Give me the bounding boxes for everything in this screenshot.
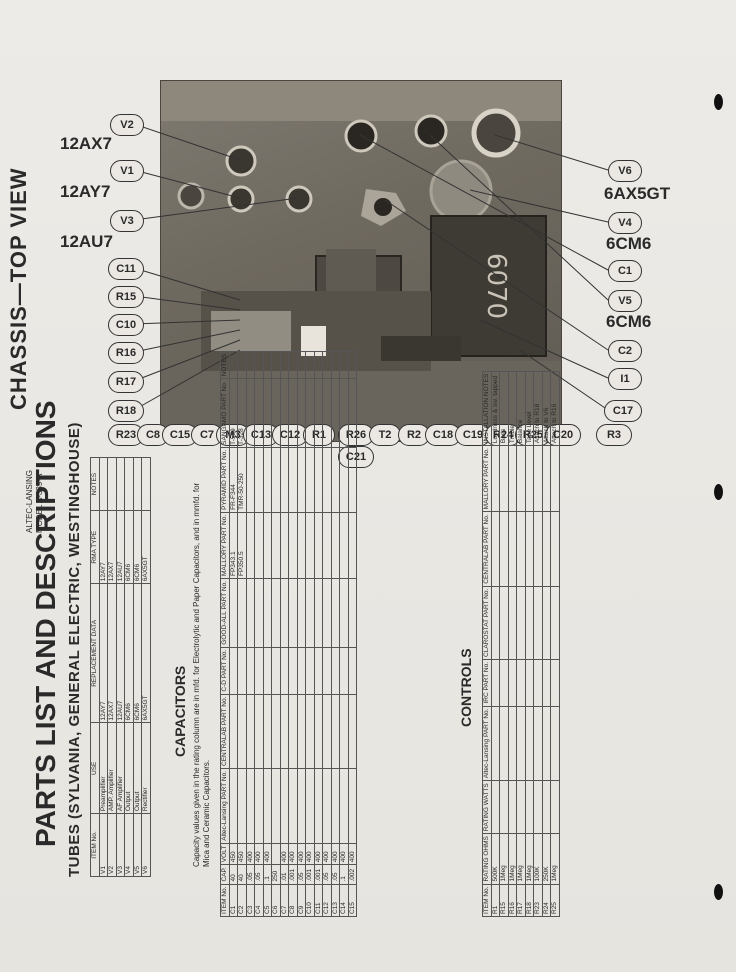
callout-t2: T2 bbox=[369, 424, 401, 446]
callout-r2: R2 bbox=[398, 424, 430, 446]
tubes-table: ITEM No. USE REPLACEMENT DATA RMA TYPE N… bbox=[90, 457, 151, 877]
tubes-col-use: USE bbox=[90, 722, 99, 814]
binder-hole bbox=[714, 484, 723, 500]
tubes-col-rma: RMA TYPE bbox=[90, 510, 99, 584]
callout-c7: C7 bbox=[191, 424, 223, 446]
tube-type-v3: 12AU7 bbox=[60, 232, 113, 251]
tube-type-v1: 12AY7 bbox=[60, 182, 111, 201]
callout-i1: I1 bbox=[608, 368, 642, 390]
tubes-col-item: ITEM No. bbox=[90, 813, 99, 877]
callout-r16: R16 bbox=[108, 342, 144, 364]
callout-r23: R23 bbox=[108, 424, 144, 446]
tube-type-v5: 6CM6 bbox=[606, 312, 652, 331]
callout-m3: M3 bbox=[216, 424, 250, 446]
callout-v3: V3 bbox=[110, 210, 144, 232]
callout-c17: C17 bbox=[604, 400, 642, 422]
binder-hole bbox=[714, 94, 723, 110]
tube-type-v2: 12AX7 bbox=[60, 134, 112, 153]
callout-r17: R17 bbox=[108, 371, 144, 393]
tubes-subtitle: TUBES (SYLVANIA, GENERAL ELECTRIC, WESTI… bbox=[66, 422, 83, 877]
binder-hole bbox=[714, 884, 723, 900]
callout-c11: C11 bbox=[108, 258, 144, 280]
capacitors-heading: CAPACITORS bbox=[172, 665, 188, 757]
callout-c2: C2 bbox=[608, 340, 642, 362]
model-label: ALTEC-LANSING MODEL A-339-A bbox=[25, 470, 44, 533]
callout-r26: R26 bbox=[338, 424, 374, 446]
callout-c10: C10 bbox=[108, 314, 144, 336]
parts-list-section: PARTS LIST AND DESCRIPTIONS TUBES (SYLVA… bbox=[20, 351, 710, 957]
callout-v1: V1 bbox=[110, 160, 144, 182]
callout-v2: V2 bbox=[110, 114, 144, 136]
callout-c13: C13 bbox=[243, 424, 279, 446]
callout-v5: V5 bbox=[608, 290, 642, 312]
callout-v6: V6 bbox=[608, 160, 642, 182]
callout-r18: R18 bbox=[108, 400, 144, 422]
callout-r3: R3 bbox=[596, 424, 632, 446]
callout-r15: R15 bbox=[108, 286, 144, 308]
callout-c12: C12 bbox=[272, 424, 308, 446]
tubes-col-replacement: REPLACEMENT DATA bbox=[90, 583, 99, 723]
callout-r1: R1 bbox=[303, 424, 335, 446]
callout-c8: C8 bbox=[137, 424, 169, 446]
tube-type-v4: 6CM6 bbox=[606, 234, 652, 253]
callout-c21: C21 bbox=[338, 446, 374, 468]
controls-heading: CONTROLS bbox=[458, 648, 474, 727]
callout-c20: C20 bbox=[545, 424, 581, 446]
capacitors-note: Capacity values given in the rating colu… bbox=[192, 482, 211, 867]
transformer-label: 6070 bbox=[481, 253, 511, 319]
tubes-col-notes: NOTES bbox=[90, 457, 99, 511]
tube-type-v6: 6AX5GT bbox=[604, 184, 671, 203]
callout-v4: V4 bbox=[608, 212, 642, 234]
callout-c1: C1 bbox=[608, 260, 642, 282]
